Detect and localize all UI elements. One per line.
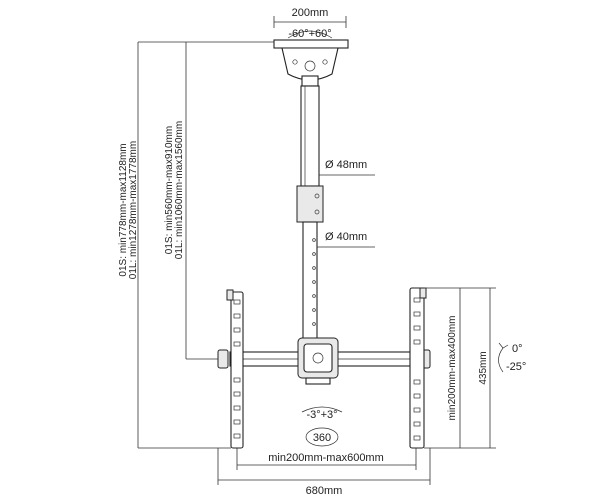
total-height-dimension: 01S: min778mm-max1128mm 01L: min1278mm-m… xyxy=(118,41,274,449)
rotation-small-label: -3°+3° xyxy=(306,409,337,421)
plate-width-dimension: 200mm xyxy=(273,7,347,28)
upper-tube xyxy=(300,85,320,187)
swivel-label: -60°+60° xyxy=(288,28,331,40)
tube-48-label: Ø 48mm xyxy=(325,159,367,171)
tilt-indicator: 0° -25° xyxy=(498,342,526,373)
tube-collar xyxy=(296,185,324,223)
tube-48-dimension: Ø 48mm xyxy=(319,159,375,176)
center-clamp xyxy=(297,337,339,385)
rotation-small-indicator: -3°+3° xyxy=(301,406,343,421)
pole-height-dimension: 01S: min560mm-max910mm 01L: min1060mm-ma… xyxy=(164,42,218,360)
pole-height-01s-label: 01S: min560mm-max910mm xyxy=(164,126,175,254)
mount-height-label: 435mm xyxy=(478,351,489,384)
swivel-indicator: -60°+60° xyxy=(287,28,333,40)
pole-height-01l-label: 01L: min1060mm-max1560mm xyxy=(174,121,185,259)
overall-width-dimension: 680mm xyxy=(217,448,431,497)
bracket-spacing-dimension: min200mm-max600mm xyxy=(236,448,417,470)
lower-tube xyxy=(302,221,318,341)
right-vertical-bracket xyxy=(409,287,427,449)
tube-40-label: Ø 40mm xyxy=(325,231,367,243)
tilt-down-label: -25° xyxy=(506,361,526,373)
left-vertical-bracket xyxy=(226,289,244,449)
mount-height-dimension: 435mm xyxy=(466,287,496,449)
rotation-360-indicator: 360 xyxy=(305,427,339,447)
total-height-01l-label: 01L: min1278mm-max1778mm xyxy=(128,141,139,279)
bracket-spacing-label: min200mm-max600mm xyxy=(268,452,384,464)
bracket-height-dimension: min200mm-max400mm xyxy=(424,287,466,449)
bracket-height-label: min200mm-max400mm xyxy=(447,315,458,420)
overall-width-label: 680mm xyxy=(306,485,343,497)
tube-40-dimension: Ø 40mm xyxy=(317,231,375,248)
rotation-360-label: 360 xyxy=(313,432,331,444)
plate-width-label: 200mm xyxy=(292,7,329,19)
left-end-cap xyxy=(217,349,229,369)
ceiling-plate xyxy=(273,39,349,87)
total-height-01s-label: 01S: min778mm-max1128mm xyxy=(118,143,129,276)
tilt-up-label: 0° xyxy=(512,343,523,355)
